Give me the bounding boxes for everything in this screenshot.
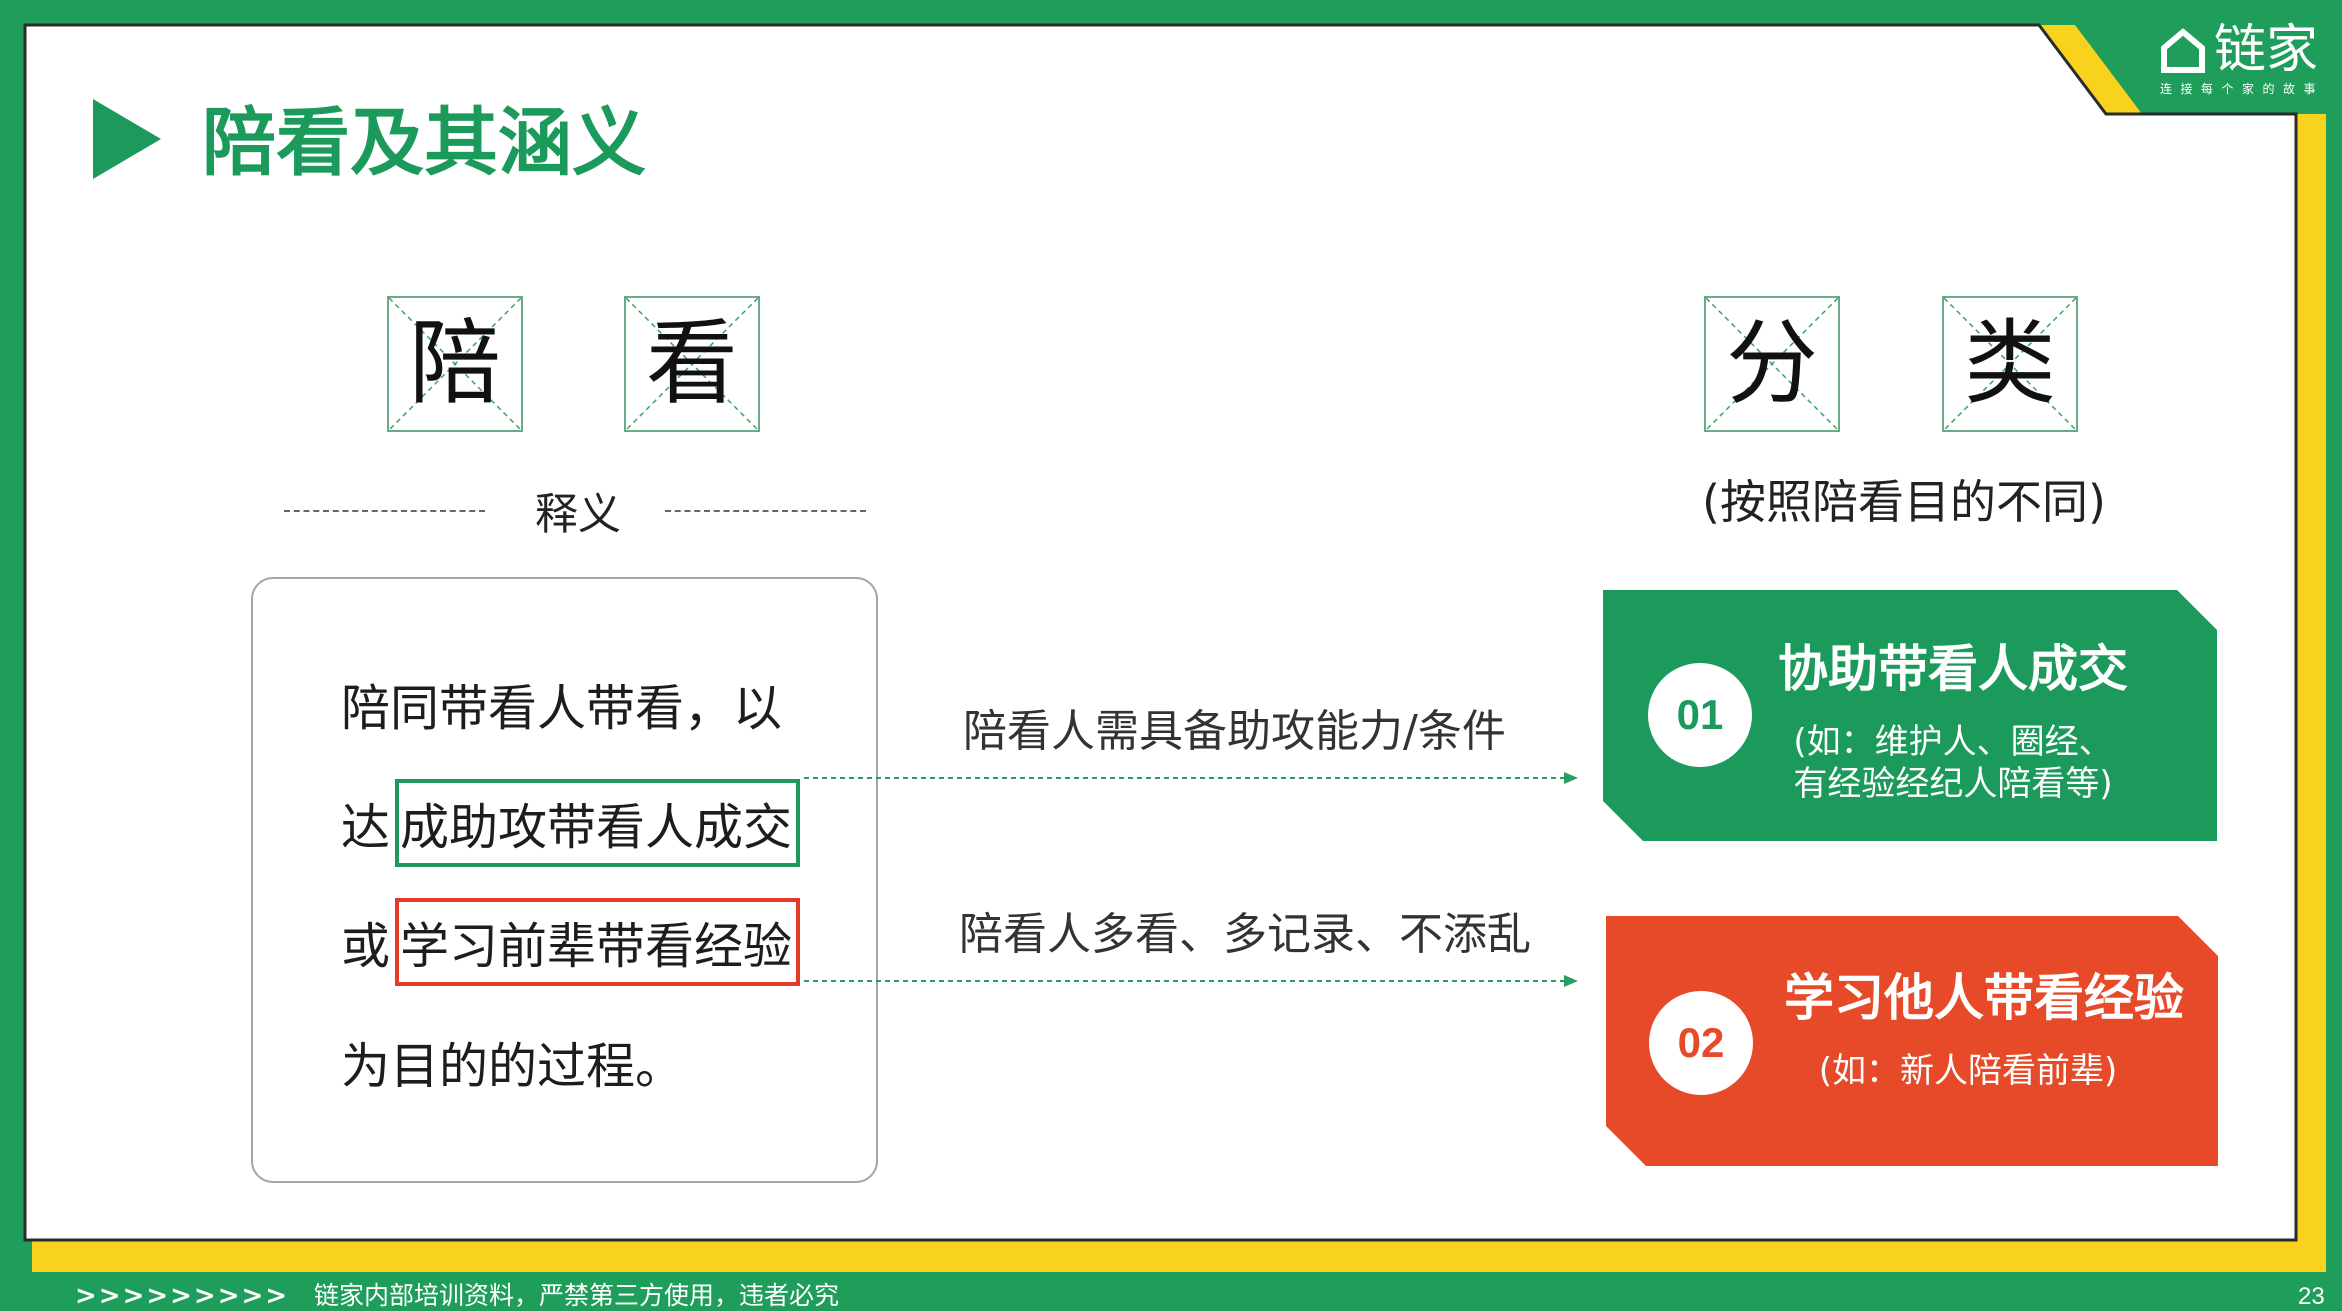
definition-line-3: 或 学习前辈带看经验 [341,898,801,986]
grid-border [387,296,523,432]
definition-line-4: 为目的的过程。 [341,1018,684,1106]
character-grid [624,296,760,432]
footer-chevrons: >>>>>>>>> [75,1281,290,1311]
card-background [1606,916,2218,1166]
arrow-label-learn: 陪看人多看、多记录、不添乱 [959,909,1531,960]
character-grid [1704,296,1840,432]
definition-prefix: 达 [341,798,391,856]
category-card-shape [1606,916,2218,1166]
category-note: (如：维护人、圈经、 有经验经纪人陪看等) [1753,721,2153,805]
highlight-box-learn: 学习前辈带看经验 [395,898,801,986]
brand-logo: 链家 连接每个家的故事 [2158,20,2328,98]
definition-line-2: 达 成助攻带看人成交 [341,779,801,867]
character-grid [1942,296,2078,432]
character-grid [387,296,523,432]
page-title: 陪看及其涵义 [202,100,646,186]
category-card-shape [1603,590,2217,841]
footer: >>>>>>>>> 链家内部培训资料，严禁第三方使用，违者必究 [75,1281,840,1311]
page-number: 23 [2298,1283,2325,1310]
arrow-label-assist: 陪看人需具备助攻能力/条件 [963,706,1506,757]
title-play-icon [93,99,161,179]
category-note-line: 有经验经纪人陪看等) [1793,764,2113,804]
classification-caption: (按照陪看目的不同) [1702,475,2106,529]
grid-box-char-3: 分 [1704,296,1840,432]
category-note: (如：新人陪看前辈) [1768,1050,2168,1092]
grid-diagonal [388,297,522,431]
brand-slogan: 连接每个家的故事 [2160,82,2325,96]
category-title: 协助带看人成交 [1778,640,2128,698]
grid-character: 陪 [408,310,501,417]
grid-diagonal [1705,297,1839,431]
category-card-02: 02 学习他人带看经验 (如：新人陪看前辈) [1606,916,2218,1166]
grid-border [624,296,760,432]
title-play-icon-shape [93,99,161,179]
definition-caption: 释义 [535,490,621,540]
category-number: 02 [1677,1019,1725,1066]
house-icon-outline [2161,28,2205,73]
grid-character: 分 [1725,310,1818,417]
grid-character: 类 [1963,310,2056,417]
number-badge-circle [1649,991,1753,1095]
definition-line-1: 陪同带看人带看，以 [341,660,782,748]
category-card-01: 01 协助带看人成交 (如：维护人、圈经、 有经验经纪人陪看等) [1603,590,2217,841]
definition-prefix: 或 [341,917,391,975]
grid-box-char-1: 陪 [387,296,523,432]
definition-text: 为目的的过程。 [341,1037,685,1095]
definition-text: 陪同带看人带看，以 [341,679,783,737]
card-background [1603,590,2217,841]
house-icon [2161,28,2205,73]
category-title: 学习他人带看经验 [1784,969,2184,1027]
category-note-line: (如：新人陪看前辈) [1818,1051,2118,1091]
arrow-head-icon [1564,975,1578,987]
caption-divider-left [284,510,485,512]
category-number: 01 [1676,691,1724,738]
definition-box: 陪同带看人带看，以 达 成助攻带看人成交 或 学习前辈带看经验 为目的的过程。 [251,577,878,1183]
arrow-head-icon [1564,772,1578,784]
grid-border [1704,296,1840,432]
grid-box-char-4: 类 [1942,296,2078,432]
grid-character: 看 [645,310,738,417]
highlight-box-assist: 成助攻带看人成交 [395,779,801,867]
number-badge-circle [1648,663,1752,767]
grid-box-char-2: 看 [624,296,760,432]
connector-arrows [804,772,1578,987]
grid-diagonal [1943,297,2077,431]
category-note-line: (如：维护人、圈经、 [1793,722,2113,762]
grid-border [1942,296,2078,432]
grid-diagonal [625,297,759,431]
footer-notice: 链家内部培训资料，严禁第三方使用，违者必究 [314,1281,840,1310]
caption-divider-right [665,510,866,512]
brand-name: 链家 [2214,20,2319,80]
